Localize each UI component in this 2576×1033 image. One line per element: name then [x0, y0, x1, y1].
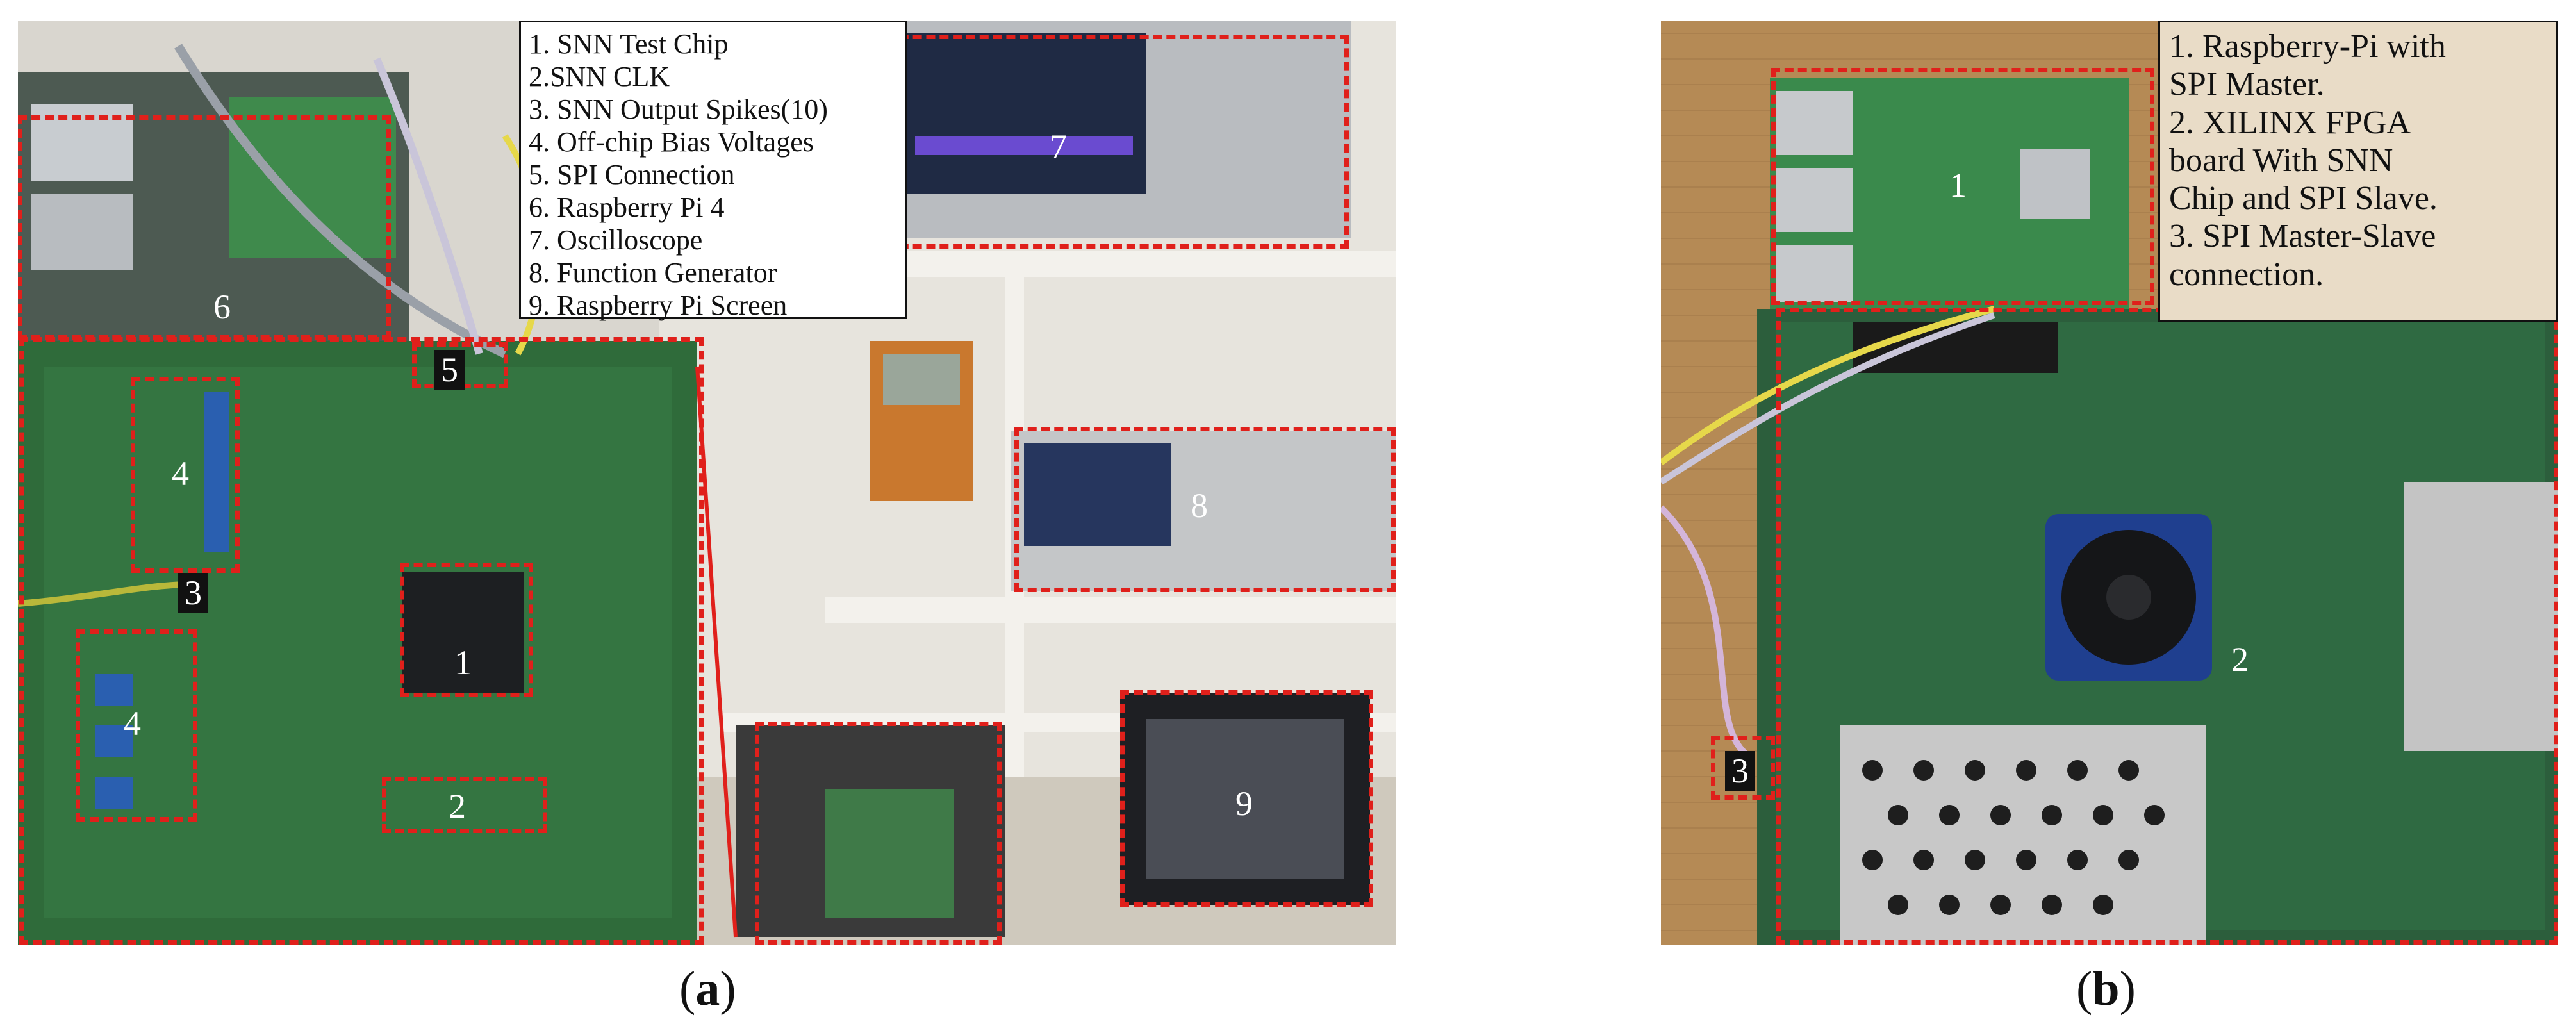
rpi-master-box [1771, 68, 2154, 305]
spi-link-box [1711, 736, 1775, 800]
label-chip: 1 [454, 643, 472, 682]
caption-a: (a) [679, 962, 736, 1016]
label-bias-bottom: 4 [124, 704, 141, 743]
label-screen: 9 [1235, 784, 1253, 823]
label-fgen: 8 [1191, 486, 1208, 525]
legend-b-item: Chip and SPI Slave. [2169, 180, 2438, 217]
scope-box [886, 35, 1349, 249]
legend-b-item: 3. SPI Master-Slave [2169, 218, 2436, 255]
legend-b-item: board With SNN [2169, 142, 2393, 179]
label-clk: 2 [449, 787, 466, 825]
fpga-setup-photo [1661, 21, 2558, 945]
caption-a-letter: a [695, 962, 720, 1016]
label-rpi-master: 1 [1949, 166, 1967, 204]
bias-top-box [131, 377, 240, 573]
label-rpi: 6 [213, 288, 231, 326]
label-spikes: 3 [178, 573, 208, 613]
fpga-board-box [1776, 308, 2558, 945]
legend-a-item: 8. Function Generator [529, 257, 777, 289]
panel-a-photo: 1 2 3 4 4 5 6 7 8 9 1. SNN Test Chip 2.S… [18, 21, 1396, 945]
rpi-box [18, 115, 391, 340]
legend-b-item: SPI Master. [2169, 66, 2325, 103]
legend-a-item: 2.SNN CLK [529, 61, 670, 93]
bias-bottom-box [76, 629, 197, 822]
caption-b-letter: b [2092, 962, 2120, 1016]
label-bias-top: 4 [172, 454, 189, 493]
screen-box [1120, 690, 1373, 907]
label-scope: 7 [1050, 128, 1067, 166]
fgen-box [1014, 427, 1396, 592]
legend-a-item: 6. Raspberry Pi 4 [529, 192, 725, 224]
label-fpga: 2 [2231, 640, 2249, 679]
legend-b: 1. Raspberry-Pi with SPI Master. 2. XILI… [2158, 21, 2558, 322]
legend-a: 1. SNN Test Chip 2.SNN CLK 3. SNN Output… [519, 21, 907, 322]
label-spi: 5 [434, 350, 465, 390]
pcb-box [19, 337, 704, 945]
legend-a-item: 1. SNN Test Chip [529, 28, 729, 60]
legend-a-item: 7. Oscilloscope [529, 224, 703, 256]
panel-b-photo: 1 2 3 1. Raspberry-Pi with SPI Master. 2… [1661, 21, 2558, 945]
legend-b-item: 2. XILINX FPGA [2169, 104, 2411, 141]
label-link: 3 [1725, 751, 1755, 791]
chip-box [400, 563, 533, 697]
legend-a-item: 5. SPI Connection [529, 159, 735, 191]
legend-b-item: connection. [2169, 256, 2324, 293]
clk-box [382, 777, 547, 833]
legend-b-item: 1. Raspberry-Pi with [2169, 28, 2446, 65]
caption-b: (b) [2076, 962, 2136, 1016]
legend-a-item: 9. Raspberry Pi Screen [529, 290, 788, 322]
legend-a-item: 4. Off-chip Bias Voltages [529, 126, 814, 158]
legend-a-item: 3. SNN Output Spikes(10) [529, 94, 828, 126]
lab-setup-photo [18, 21, 1396, 945]
breadboard-box [755, 722, 1002, 945]
